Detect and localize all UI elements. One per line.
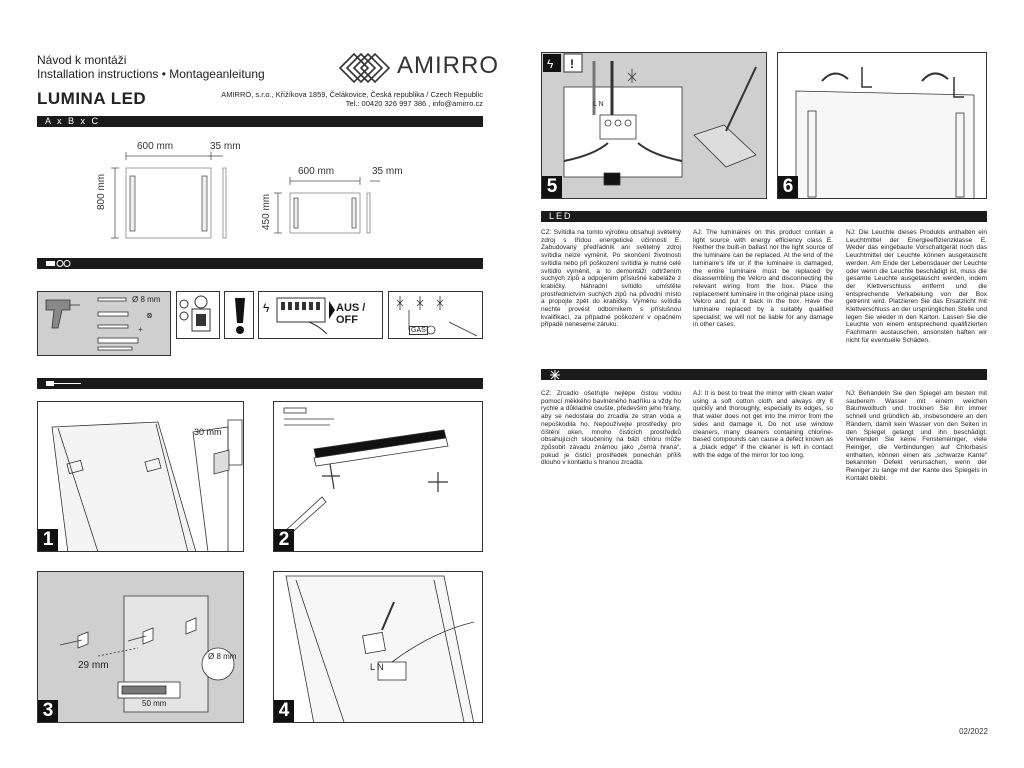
- wiring-box-illustration: [285, 575, 475, 722]
- step-3-drill-size: Ø 8 mm: [208, 652, 237, 661]
- led-text-en: AJ: The luminaires on this product conta…: [693, 229, 833, 329]
- warning-panel: [224, 291, 254, 339]
- electrician-icon: [179, 295, 211, 332]
- svg-text:ϟ: ϟ: [263, 301, 270, 315]
- step-1-panel: 30 mm 1: [37, 401, 244, 552]
- leveling-marking-illustration: [283, 407, 449, 537]
- step-3-number: 3: [38, 700, 58, 722]
- large-height-label: 800 mm: [96, 173, 107, 210]
- exclamation-icon: [235, 298, 245, 334]
- care-text-en: AJ: It is best to treat the mirror with …: [693, 390, 833, 459]
- power-off-panel: ϟ AUS / OFF: [258, 291, 383, 339]
- tools-icon: ⊗ +: [45, 297, 153, 351]
- fuse-box-icon: ϟ: [263, 297, 335, 335]
- tools-panel: ⊗ + Ø 8 mm: [37, 291, 171, 356]
- step-4-number: 4: [274, 700, 294, 722]
- step-5-number: 5: [542, 176, 562, 198]
- small-height-label: 450 mm: [261, 193, 272, 230]
- logo-text: AMIRRO: [397, 52, 499, 79]
- step-6-panel: 6: [777, 52, 987, 199]
- company-info: AMIRRO, s.r.o., Křižíkova 1859, Čelákovi…: [206, 90, 483, 108]
- step-1-dim-label: 30 mm: [194, 427, 222, 437]
- product-name: LUMINA LED: [37, 89, 147, 108]
- dimensions-section-bar: A x B x C: [37, 116, 483, 127]
- step-2-panel: 2: [273, 401, 483, 552]
- svg-text:ϟ: ϟ: [547, 57, 554, 71]
- tools-section-bar: [37, 258, 483, 269]
- care-section-bar: [541, 369, 987, 380]
- sparkle-icon: [550, 369, 560, 380]
- step-6-number: 6: [778, 176, 798, 198]
- dimension-drawing: [111, 152, 380, 239]
- company-address: AMIRRO, s.r.o., Křižíkova 1859, Čelákovi…: [221, 90, 483, 99]
- mirror-back-bracket-illustration: [51, 419, 243, 551]
- care-text-de: NJ: Behandeln Sie den Spiegel am besten …: [846, 390, 987, 482]
- amirro-logo-icon: [338, 52, 391, 84]
- led-text-cz: CZ: Svítidla na tomto výrobku obsahují s…: [541, 229, 681, 329]
- small-width-label: 600 mm: [298, 166, 335, 177]
- step-3-dim-29: 29 mm: [78, 660, 109, 671]
- care-text-cz: CZ: Zrcadlo ošetřujte nejlépe čistou vod…: [541, 390, 681, 467]
- step-4-wire-labels: L N: [370, 662, 384, 672]
- switch-off-label: AUS / OFF: [336, 302, 366, 326]
- svg-text:!: !: [570, 57, 574, 71]
- install-section-bar: [37, 378, 483, 389]
- manual-title-cz: Návod k montáži: [37, 53, 127, 67]
- step-2-number: 2: [274, 529, 294, 551]
- hang-mirror-illustration: [795, 67, 975, 198]
- electrician-panel: [176, 291, 220, 339]
- small-depth-label: 35 mm: [372, 166, 403, 177]
- large-depth-label: 35 mm: [210, 141, 241, 152]
- led-section-bar: LED: [541, 211, 987, 222]
- step-4-panel: L N 4: [273, 571, 483, 723]
- terminal-block-illustration: ϟ !: [543, 53, 757, 186]
- company-contact: Tel.: 00420 326 997 386 , info@amirro.cz: [345, 99, 483, 108]
- gas-check-panel: GAS: [388, 291, 483, 339]
- revision-date: 02/2022: [959, 727, 988, 736]
- manual-title-multilang: Installation instructions • Montageanlei…: [37, 67, 265, 81]
- drill-size-label: Ø 8 mm: [132, 295, 161, 304]
- step-5-panel: ϟ ! L N 5: [541, 52, 767, 199]
- step-3-panel: 29 mm 50 mm Ø 8 mm 3: [37, 571, 244, 723]
- large-width-label: 600 mm: [137, 141, 174, 152]
- led-text-de: NJ: Die Leuchte dieses Produkts enthalte…: [846, 229, 987, 344]
- wall-drilling-illustration: [59, 595, 235, 713]
- gas-label: GAS: [409, 326, 428, 335]
- step-3-dim-50: 50 mm: [142, 699, 167, 708]
- step-5-wire-labels: L N: [593, 101, 604, 108]
- drill-bit-icon: [46, 260, 71, 268]
- step-1-number: 1: [38, 529, 58, 551]
- svg-text:+: +: [138, 325, 143, 334]
- pipe-detector-icon: [396, 296, 478, 337]
- screwdriver-icon: [46, 381, 81, 387]
- svg-text:⊗: ⊗: [146, 311, 153, 320]
